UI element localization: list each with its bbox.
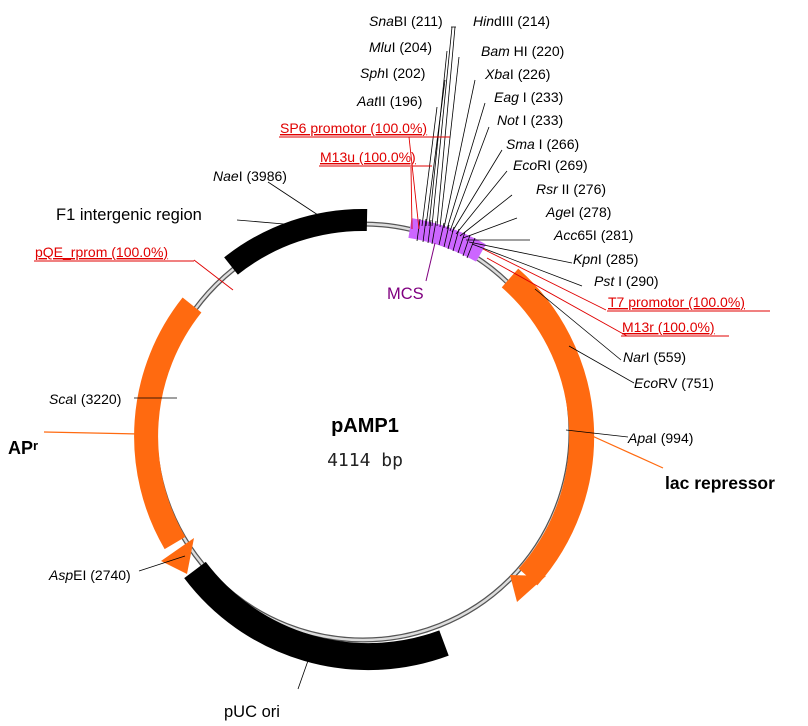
label-f1-intergenic-region: F1 intergenic region: [56, 206, 202, 224]
site-ecorv: EcoRV (751): [634, 375, 714, 391]
site-sphi: SphI (202): [360, 65, 425, 81]
primer-m13r: M13r (100.0%): [622, 319, 715, 335]
site-rsrii: Rsr II (276): [536, 181, 606, 197]
lac-leader: [589, 434, 664, 469]
primer-underlines: [34, 136, 770, 337]
primer-sp6-promotor: SP6 promotor (100.0%): [280, 120, 427, 136]
site-psti: Pst I (290): [594, 273, 659, 289]
site-ecori: EcoRI (269): [513, 157, 588, 173]
primer-m13u: M13u (100.0%): [320, 149, 416, 165]
site-eagi: Eag I (233): [494, 89, 563, 105]
site-acc65i: Acc65I (281): [553, 227, 633, 243]
site-xbai: XbaI (226): [484, 66, 550, 82]
mcs-leader: [425, 242, 436, 282]
apr-gene-arrowhead: [161, 538, 194, 574]
apr-gene-arc: [134, 297, 202, 550]
plasmid-size: 4114 bp: [327, 450, 403, 471]
site-kpni: KpnI (285): [573, 251, 638, 267]
site-apai: ApaI (994): [627, 430, 693, 446]
site-naei: NaeI (3986): [213, 168, 287, 184]
lac-repressor-arc: [501, 268, 595, 586]
apr-leader: [43, 431, 141, 435]
site-leader-lines: [134, 26, 635, 690]
label-lac-repressor: lac repressor: [665, 473, 775, 493]
label-apr: APr: [8, 438, 38, 458]
f1-region-arc: [224, 208, 368, 275]
puc-ori-arc: [184, 561, 449, 671]
primer-pqe-rprom: pQE_rprom (100.0%): [35, 244, 168, 260]
primer-leader-lines: [193, 136, 628, 337]
site-bamhi: Bam HI (220): [481, 43, 564, 59]
site-hindiii: HindIII (214): [473, 13, 550, 29]
site-agei: AgeI (278): [545, 204, 611, 220]
site-snabi: SnaBI (211): [369, 13, 443, 29]
primer-t7-promotor: T7 promotor (100.0%): [608, 294, 745, 310]
site-nari: NarI (559): [623, 349, 686, 365]
site-aatii: AatII (196): [356, 93, 422, 109]
site-smai: Sma I (266): [506, 136, 579, 152]
site-mlui: MluI (204): [369, 39, 432, 55]
plasmid-name: pAMP1: [331, 415, 399, 437]
mcs-arc: [408, 218, 486, 262]
lac-repressor-arrowhead: [510, 575, 546, 602]
site-aspei: AspEI (2740): [48, 567, 131, 583]
site-noti: Not I (233): [497, 112, 563, 128]
site-scai: ScaI (3220): [49, 391, 121, 407]
label-mcs: MCS: [387, 285, 424, 303]
label-puc-ori: pUC ori: [224, 703, 280, 721]
